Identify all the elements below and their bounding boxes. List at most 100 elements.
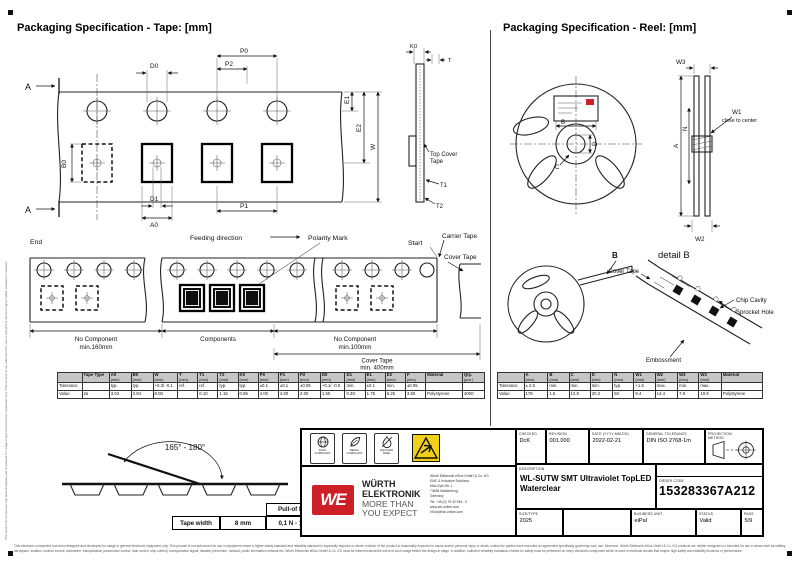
spec-cell: 3.02 bbox=[108, 390, 132, 400]
top-cover-tape-label: Top Cover bbox=[430, 152, 457, 158]
no-component-right-label: No Component bbox=[334, 336, 377, 343]
spec-col-header: P1(mm) bbox=[277, 371, 300, 384]
spec-col-header: Qty.(pcs.) bbox=[461, 371, 486, 384]
spec-cell: 50 bbox=[612, 390, 635, 400]
components-label: Components bbox=[200, 336, 236, 343]
spec-cell: typ. bbox=[217, 382, 239, 392]
spec-col-header: P0(mm) bbox=[257, 371, 279, 384]
spec-cell: ±0.05 bbox=[404, 382, 427, 392]
spec-cell: 4.00 bbox=[277, 390, 300, 400]
spec-col-header: E2(mm) bbox=[384, 371, 406, 384]
spec-col-header: F(mm) bbox=[404, 371, 427, 384]
no-component-right-min: min.100mm bbox=[339, 344, 372, 351]
spec-cell: ± 2.0 bbox=[523, 382, 549, 392]
spec-cell: typ. bbox=[130, 382, 154, 392]
spec-cell: 1.5 bbox=[547, 390, 570, 400]
spec-row-label: Tolerance bbox=[57, 382, 83, 392]
dim-t2: T2 bbox=[436, 204, 444, 210]
spec-col-header: W3(mm) bbox=[698, 371, 722, 384]
compliance-badges: RoHS COMPLIANT REACH COMPLIANT HALOGEN F… bbox=[301, 429, 516, 466]
field-page: PAGE 5/9 bbox=[741, 509, 763, 536]
dim-d0: D0 bbox=[150, 63, 159, 70]
dim-p1: P1 bbox=[240, 203, 248, 210]
spec-cell: 7.9 bbox=[677, 390, 700, 400]
title-block: RoHS COMPLIANT REACH COMPLIANT HALOGEN F… bbox=[300, 428, 764, 537]
spec-col-header: A0(mm) bbox=[108, 371, 132, 384]
company-address: Würth Elektronik eiSos GmbH & Co. KG EMC… bbox=[430, 474, 489, 514]
company-block: WE WÜRTH ELEKTRONIK MORE THAN YOU EXPECT… bbox=[301, 466, 516, 536]
spec-cell: typ. bbox=[237, 382, 259, 392]
spec-cell: 10.9 bbox=[698, 390, 722, 400]
field-empty bbox=[563, 509, 631, 536]
detail-chip-cavity-label: Chip Cavity bbox=[736, 298, 767, 304]
field-business-unit: BUSINESS UNIT eiPal bbox=[631, 509, 696, 536]
spec-cell: max. bbox=[654, 382, 679, 392]
halogen-free-badge: HALOGEN FREE bbox=[374, 433, 399, 464]
section-a-label: A bbox=[25, 82, 31, 92]
detail-sprocket-hole-label: Sprocket Hole bbox=[736, 310, 774, 316]
spec-col-header bbox=[57, 371, 83, 384]
reach-badge: REACH COMPLIANT bbox=[342, 433, 367, 464]
spec-col-header: P2(mm) bbox=[298, 371, 321, 384]
field-status: STATUS Valid bbox=[696, 509, 741, 536]
spec-cell: 0.30 bbox=[344, 390, 366, 400]
spec-cell: Polystyrene bbox=[425, 390, 463, 400]
rohs-badge: RoHS COMPLIANT bbox=[310, 433, 335, 464]
dim-a: A bbox=[673, 143, 680, 148]
dim-w1: W1 bbox=[732, 109, 742, 116]
spec-cell: 20.2 bbox=[589, 390, 614, 400]
field-description: DESCRIPTION WL-SUTW SMT Ultraviolet TopL… bbox=[516, 464, 656, 509]
spec-col-header: C(mm) bbox=[568, 371, 591, 384]
peel-angle-drawing: 165° - 180° bbox=[62, 441, 288, 496]
spec-cell: 1.15 bbox=[217, 390, 239, 400]
spec-cell: ref. bbox=[197, 382, 219, 392]
spec-row-label: Value bbox=[497, 390, 525, 400]
globe-icon bbox=[317, 436, 328, 448]
spec-cell bbox=[461, 382, 486, 392]
corner-mark bbox=[787, 551, 792, 556]
spec-cell: 0.95 bbox=[237, 390, 259, 400]
corner-mark bbox=[787, 10, 792, 15]
spec-cell: ±0.1 bbox=[364, 382, 386, 392]
spec-cell: +1.5 bbox=[633, 382, 656, 392]
spec-cell: 4000 bbox=[461, 390, 486, 400]
field-checked: CHECKED DcK bbox=[516, 429, 546, 464]
spec-col-header: T(mm) bbox=[177, 371, 199, 384]
spec-cell: min. bbox=[677, 382, 700, 392]
dim-a0: A0 bbox=[150, 222, 158, 228]
description-value: WL-SUTW SMT Ultraviolet TopLED Waterclea… bbox=[520, 473, 652, 493]
spec-cell: ref. bbox=[177, 382, 199, 392]
projection-method-icon bbox=[712, 440, 756, 459]
dim-t: T bbox=[448, 58, 452, 64]
polarity-mark-label: Polarity Mark bbox=[308, 235, 348, 242]
spec-cell: 6.25 bbox=[384, 390, 406, 400]
spec-cell: min. bbox=[344, 382, 366, 392]
dim-c: C bbox=[555, 164, 560, 171]
start-label: Start bbox=[408, 240, 422, 247]
spec-cell: 178 bbox=[523, 390, 549, 400]
spec-col-header bbox=[497, 371, 525, 384]
cover-tape-min-value: min. 400mm bbox=[360, 365, 394, 371]
detail-cover-tape-label: Cover Tape bbox=[608, 269, 639, 275]
brand-wordmark: WÜRTH ELEKTRONIK MORE THAN YOU EXPECT bbox=[362, 479, 421, 519]
brand-line-3: MORE THAN bbox=[362, 498, 414, 509]
carrier-tape-label: Carrier Tape bbox=[442, 233, 477, 240]
no-component-left-min: min.160mm bbox=[80, 344, 113, 351]
spec-cell: ±0.1 bbox=[257, 382, 279, 392]
brand-line-2: ELEKTRONIK bbox=[362, 488, 421, 499]
spec-col-header: B0(mm) bbox=[130, 371, 154, 384]
dim-b: B bbox=[561, 119, 565, 126]
spec-cell: 1.75 bbox=[364, 390, 386, 400]
order-code-spacer bbox=[657, 465, 762, 477]
spec-cell: max. bbox=[698, 382, 722, 392]
spec-cell: 12.8 bbox=[568, 390, 591, 400]
dim-n: N bbox=[683, 127, 689, 131]
footer-disclaimer: This electronic component has been desig… bbox=[14, 544, 786, 553]
spec-cell: +0.3/ -0.1 bbox=[152, 382, 179, 392]
cover-tape-min-label: Cover Tape bbox=[361, 358, 393, 365]
spec-cell: 2a bbox=[81, 390, 110, 400]
field-size-type: SIZE/TYPE 2025 bbox=[516, 509, 563, 536]
dim-d: D bbox=[592, 141, 599, 146]
spec-cell: min. bbox=[384, 382, 406, 392]
reel-section-title: Packaging Specification - Reel: [mm] bbox=[503, 22, 697, 34]
